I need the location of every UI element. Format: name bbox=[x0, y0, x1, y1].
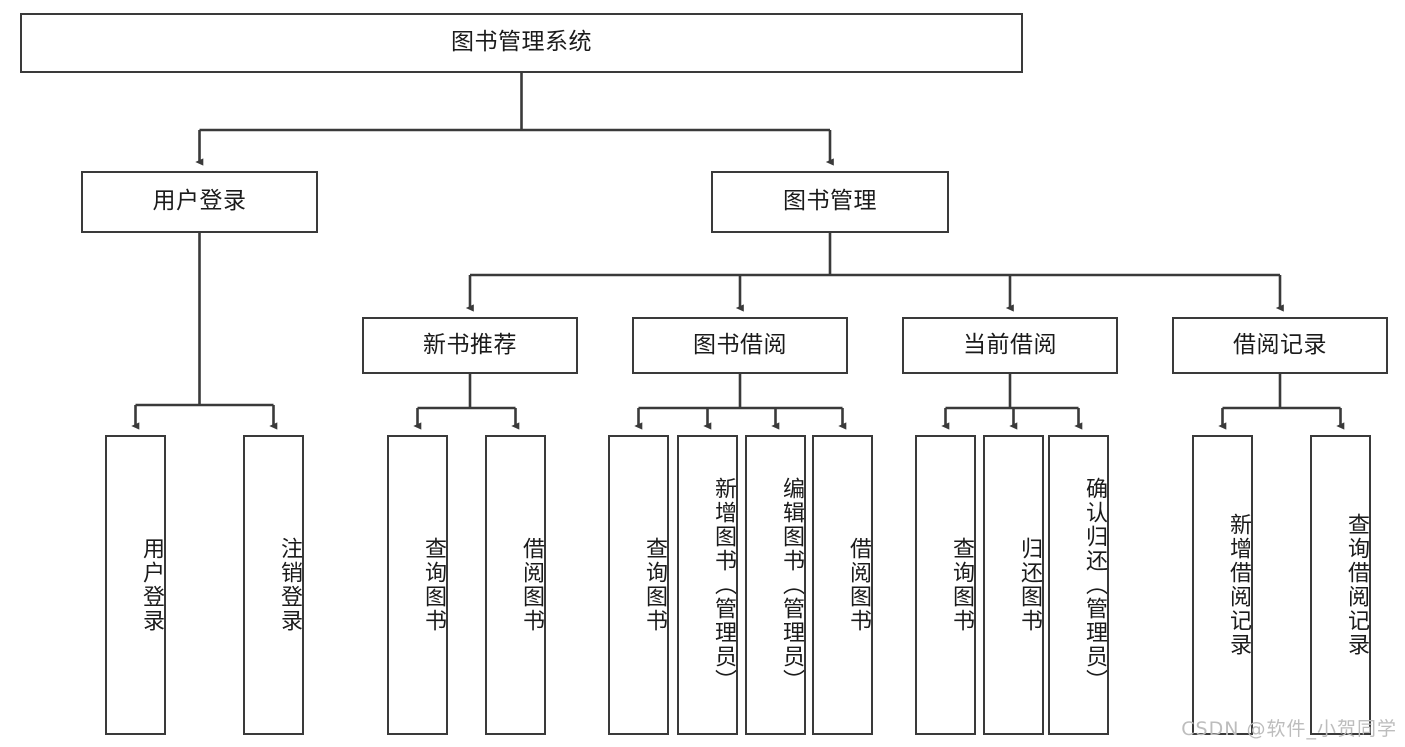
node-leaf-borrow-book-2[interactable]: 借阅图书 bbox=[812, 435, 873, 735]
node-label: 图书借阅 bbox=[693, 331, 787, 358]
node-label: 借阅图书 bbox=[846, 537, 871, 633]
node-label: 查询图书 bbox=[949, 537, 974, 633]
node-leaf-query-book-2[interactable]: 查询图书 bbox=[608, 435, 669, 735]
node-leaf-user-login[interactable]: 用户登录 bbox=[105, 435, 166, 735]
node-leaf-edit-book[interactable]: 编辑图书（管理员） bbox=[745, 435, 806, 735]
node-current-borrow[interactable]: 当前借阅 bbox=[902, 317, 1118, 374]
node-label: 用户登录 bbox=[139, 537, 164, 633]
node-leaf-add-record[interactable]: 新增借阅记录 bbox=[1192, 435, 1253, 735]
node-leaf-return-book[interactable]: 归还图书 bbox=[983, 435, 1044, 735]
node-book-manage[interactable]: 图书管理 bbox=[711, 171, 949, 233]
node-root[interactable]: 图书管理系统 bbox=[20, 13, 1023, 73]
node-label: 借阅图书 bbox=[519, 537, 544, 633]
node-user-login[interactable]: 用户登录 bbox=[81, 171, 318, 233]
node-label: 新增借阅记录 bbox=[1226, 513, 1251, 657]
node-leaf-confirm-return[interactable]: 确认归还（管理员） bbox=[1048, 435, 1109, 735]
node-label: 借阅记录 bbox=[1233, 331, 1327, 358]
node-borrow-record[interactable]: 借阅记录 bbox=[1172, 317, 1388, 374]
csdn-watermark: CSDN @软件_小贺同学 bbox=[1181, 718, 1397, 740]
node-label: 图书管理系统 bbox=[451, 29, 592, 56]
node-label: 查询借阅记录 bbox=[1344, 513, 1369, 657]
node-label: 图书管理 bbox=[783, 188, 877, 215]
node-label: 用户登录 bbox=[152, 188, 247, 215]
node-book-borrow[interactable]: 图书借阅 bbox=[632, 317, 848, 374]
node-leaf-borrow-book-1[interactable]: 借阅图书 bbox=[485, 435, 546, 735]
node-label: 确认归还（管理员） bbox=[1082, 477, 1107, 693]
node-label: 新增图书（管理员） bbox=[711, 477, 736, 693]
node-leaf-user-logout[interactable]: 注销登录 bbox=[243, 435, 304, 735]
node-label: 编辑图书（管理员） bbox=[779, 477, 804, 693]
node-label: 注销登录 bbox=[277, 537, 302, 633]
node-label: 当前借阅 bbox=[963, 331, 1057, 358]
node-leaf-query-book-1[interactable]: 查询图书 bbox=[387, 435, 448, 735]
node-leaf-add-book[interactable]: 新增图书（管理员） bbox=[677, 435, 738, 735]
node-label: 查询图书 bbox=[421, 537, 446, 633]
node-leaf-query-record[interactable]: 查询借阅记录 bbox=[1310, 435, 1371, 735]
node-new-book-rec[interactable]: 新书推荐 bbox=[362, 317, 578, 374]
node-leaf-query-book-3[interactable]: 查询图书 bbox=[915, 435, 976, 735]
node-label: 新书推荐 bbox=[423, 331, 517, 358]
node-label: 归还图书 bbox=[1017, 537, 1042, 633]
node-label: 查询图书 bbox=[642, 537, 667, 633]
